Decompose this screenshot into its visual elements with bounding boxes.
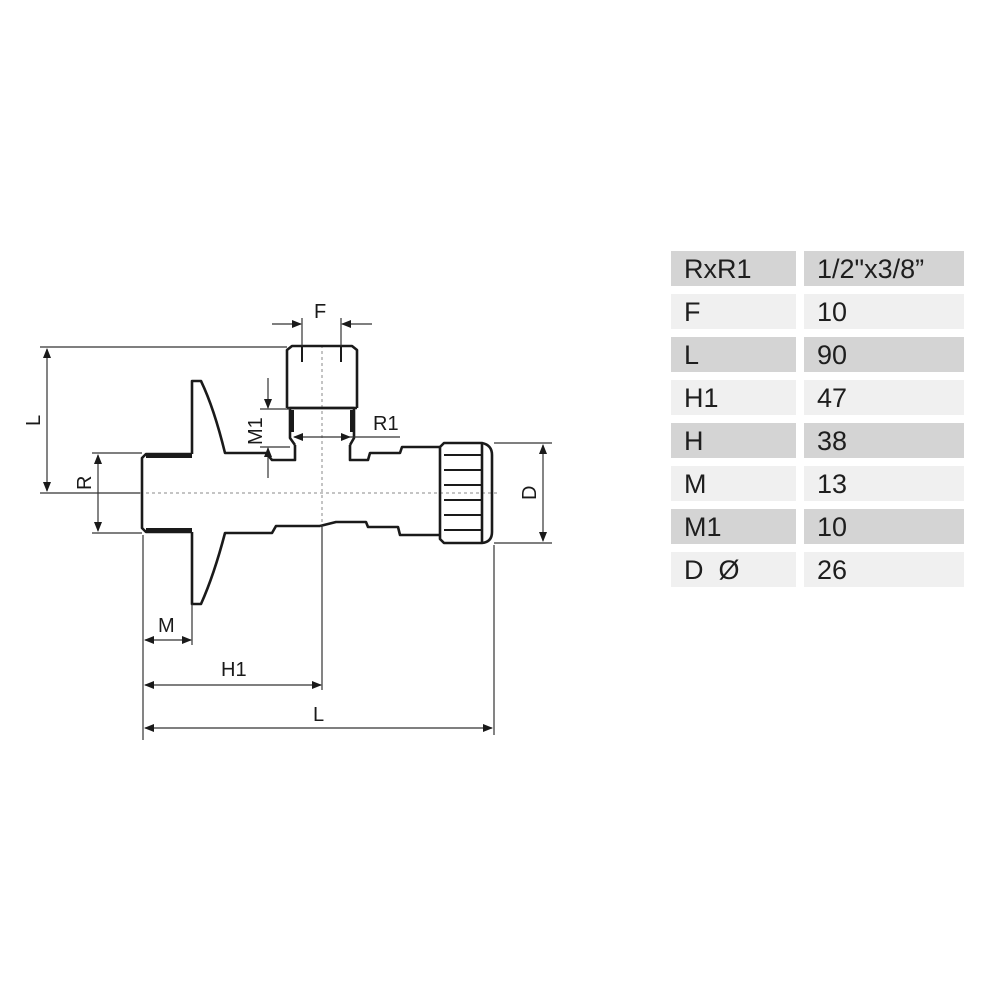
- param-cell: H: [671, 423, 796, 458]
- table-row: M 13: [671, 466, 964, 501]
- center-lines: [140, 345, 500, 525]
- value-cell: 1/2"x3/8”: [804, 251, 964, 286]
- dim-label-r: R: [74, 476, 96, 490]
- param-cell: M1: [671, 509, 796, 544]
- dim-label-d: D: [519, 486, 541, 500]
- valve-body: [140, 344, 494, 606]
- value-cell: 38: [804, 423, 964, 458]
- param-cell: RxR1: [671, 251, 796, 286]
- dim-label-r1: R1: [373, 413, 399, 435]
- table-row: H 38: [671, 423, 964, 458]
- dim-label-l-horizontal: L: [313, 704, 324, 726]
- table-row: H1 47: [671, 380, 964, 415]
- param-cell: H1: [671, 380, 796, 415]
- table-row: L 90: [671, 337, 964, 372]
- dim-label-m1: M1: [245, 417, 267, 445]
- dim-label-l-vertical: L: [23, 415, 45, 426]
- value-cell: 90: [804, 337, 964, 372]
- param-cell: L: [671, 337, 796, 372]
- param-cell: D Ø: [671, 552, 796, 587]
- table-row: D Ø 26: [671, 552, 964, 587]
- table-row: M1 10: [671, 509, 964, 544]
- dimension-lines: [40, 318, 552, 740]
- table-row: F 10: [671, 294, 964, 329]
- dim-label-f: F: [314, 301, 326, 323]
- dim-label-h1: H1: [221, 659, 247, 681]
- dim-label-m: M: [158, 615, 175, 637]
- param-cell: M: [671, 466, 796, 501]
- value-cell: 47: [804, 380, 964, 415]
- value-cell: 10: [804, 294, 964, 329]
- param-cell: F: [671, 294, 796, 329]
- value-cell: 26: [804, 552, 964, 587]
- value-cell: 10: [804, 509, 964, 544]
- table-row: RxR1 1/2"x3/8”: [671, 251, 964, 286]
- value-cell: 13: [804, 466, 964, 501]
